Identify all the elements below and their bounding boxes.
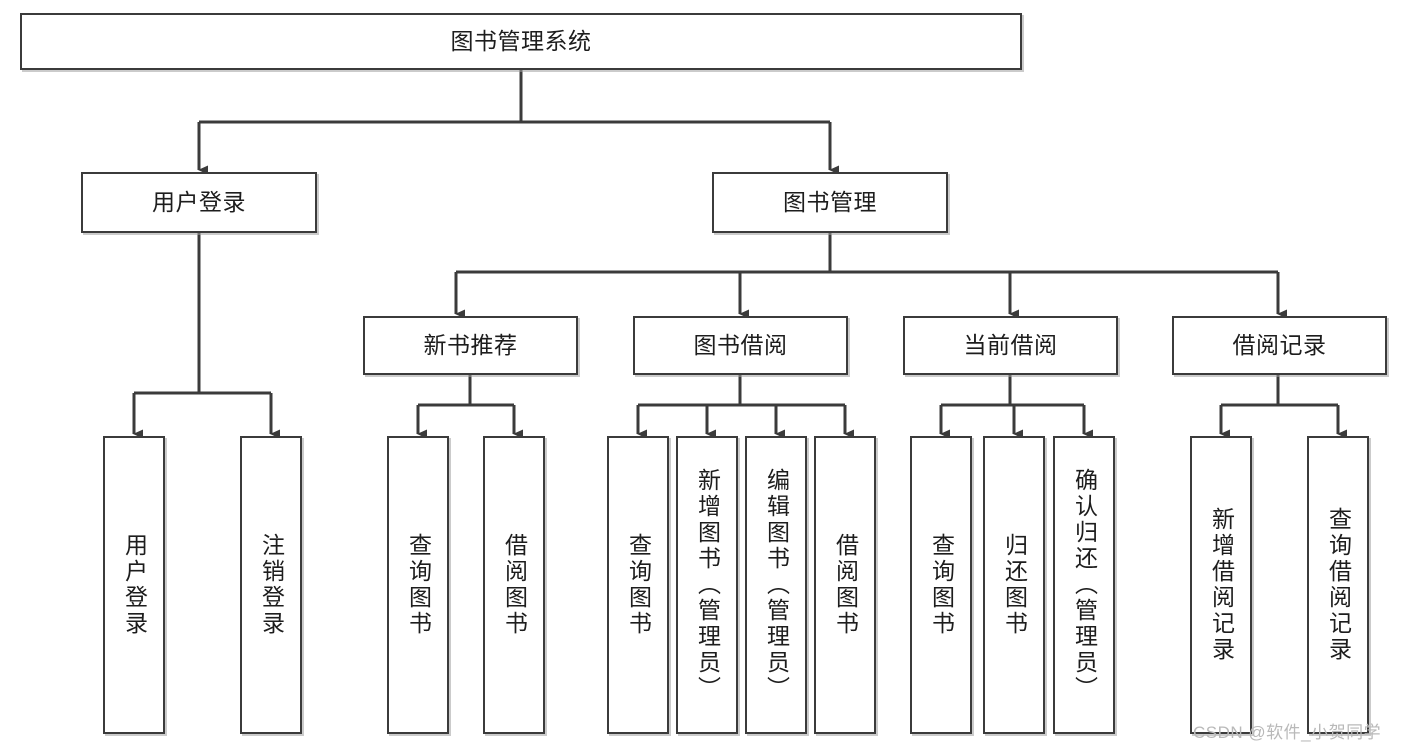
node-leaf-query-book-2[interactable]: 查询图书 (607, 436, 669, 734)
node-label-leaf-query-record: 查询借阅记录 (1325, 507, 1352, 663)
node-label-user-login: 用户登录 (152, 188, 246, 215)
node-leaf-return-book[interactable]: 归还图书 (983, 436, 1045, 734)
node-label-new-book-rec: 新书推荐 (423, 331, 518, 358)
node-label-leaf-edit-book: 编辑图书（管理员） (763, 468, 790, 702)
node-label-root: 图书管理系统 (450, 27, 592, 54)
node-leaf-query-book-3[interactable]: 查询图书 (910, 436, 972, 734)
node-leaf-add-record[interactable]: 新增借阅记录 (1190, 436, 1252, 734)
node-leaf-confirm-return[interactable]: 确认归还（管理员） (1053, 436, 1115, 734)
node-label-borrow-record: 借阅记录 (1232, 331, 1327, 358)
node-root[interactable]: 图书管理系统 (20, 13, 1022, 70)
node-label-leaf-query-book-2: 查询图书 (625, 533, 652, 637)
node-leaf-add-book[interactable]: 新增图书（管理员） (676, 436, 738, 734)
node-current-borrow[interactable]: 当前借阅 (903, 316, 1118, 375)
node-book-borrow[interactable]: 图书借阅 (633, 316, 848, 375)
node-label-current-borrow: 当前借阅 (963, 331, 1058, 358)
node-user-login[interactable]: 用户登录 (81, 172, 317, 233)
edge-group (132, 70, 1347, 439)
node-leaf-logout[interactable]: 注销登录 (240, 436, 302, 734)
node-label-leaf-return-book: 归还图书 (1001, 533, 1028, 637)
node-label-leaf-borrow-book-2: 借阅图书 (832, 533, 859, 637)
node-leaf-query-book-1[interactable]: 查询图书 (387, 436, 449, 734)
node-label-leaf-add-book: 新增图书（管理员） (694, 468, 721, 702)
node-leaf-edit-book[interactable]: 编辑图书（管理员） (745, 436, 807, 734)
node-label-leaf-user-login: 用户登录 (121, 533, 148, 637)
node-label-leaf-query-book-1: 查询图书 (405, 533, 432, 637)
node-label-leaf-borrow-book-1: 借阅图书 (501, 533, 528, 637)
node-leaf-user-login[interactable]: 用户登录 (103, 436, 165, 734)
node-leaf-borrow-book-1[interactable]: 借阅图书 (483, 436, 545, 734)
node-label-book-manage: 图书管理 (783, 188, 877, 215)
node-label-leaf-confirm-return: 确认归还（管理员） (1071, 468, 1098, 702)
node-label-leaf-logout: 注销登录 (258, 533, 285, 637)
node-label-book-borrow: 图书借阅 (693, 331, 788, 358)
node-label-leaf-add-record: 新增借阅记录 (1208, 507, 1235, 663)
node-leaf-borrow-book-2[interactable]: 借阅图书 (814, 436, 876, 734)
node-label-leaf-query-book-3: 查询图书 (928, 533, 955, 637)
node-leaf-query-record[interactable]: 查询借阅记录 (1307, 436, 1369, 734)
node-borrow-record[interactable]: 借阅记录 (1172, 316, 1387, 375)
node-book-manage[interactable]: 图书管理 (712, 172, 948, 233)
node-new-book-rec[interactable]: 新书推荐 (363, 316, 578, 375)
